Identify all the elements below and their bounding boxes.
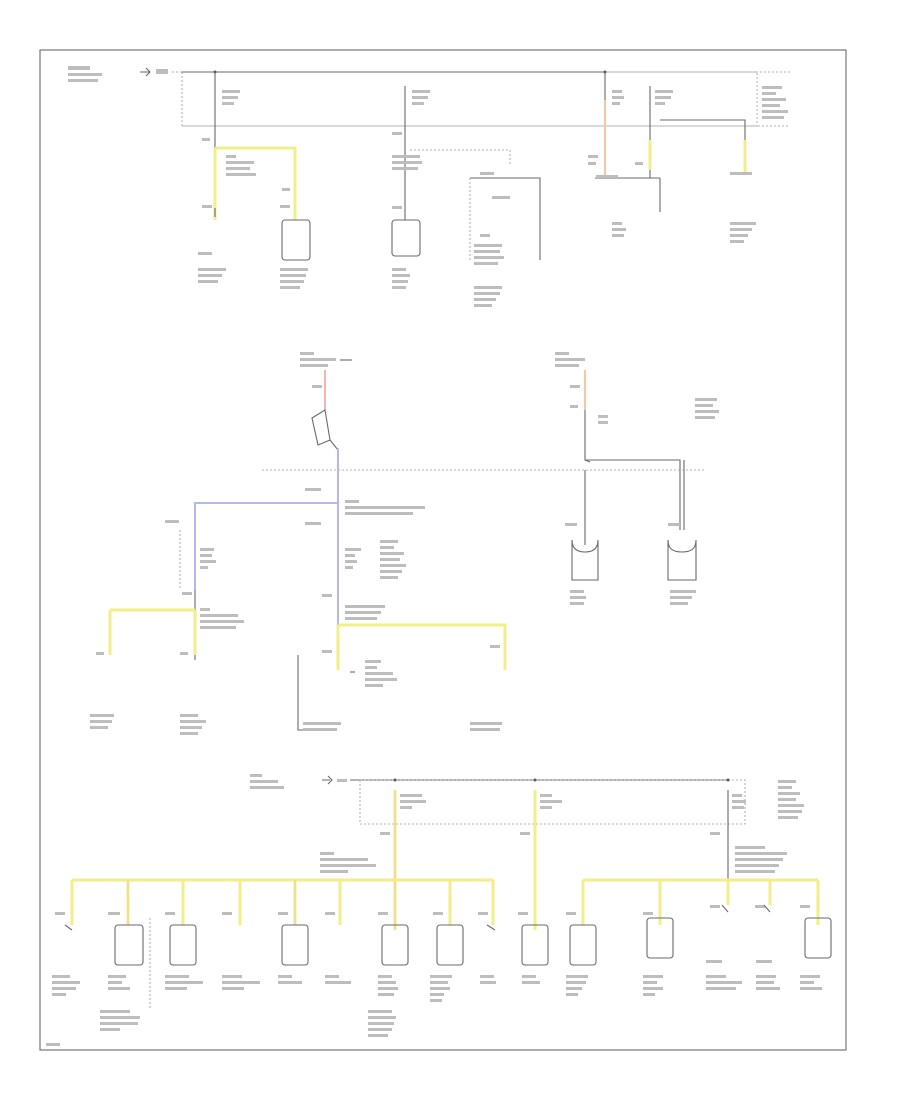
- connector-mid-right-1: [571, 539, 599, 581]
- label-component-top-3: [392, 268, 406, 271]
- label-component-bottom-2: [108, 975, 126, 978]
- label-component-top-1: [198, 268, 226, 271]
- wire-yellow-1: [215, 146, 297, 220]
- note-middle-right: [695, 398, 717, 401]
- label-component-bottom-13: [706, 975, 726, 978]
- switch-symbol: [311, 409, 331, 446]
- hot-at-all-times-arrow: [140, 67, 151, 77]
- label-component-bottom-5: [278, 975, 292, 978]
- label-component-bottom-10: [522, 975, 536, 978]
- top-power-block: [68, 66, 790, 178]
- branch-top-left: [198, 138, 311, 289]
- note-fuse-side: [762, 86, 782, 89]
- note-bottom-right: [778, 780, 796, 783]
- connector-top-3: [391, 219, 421, 257]
- fuse-label-2: [412, 90, 430, 93]
- connector-bottom-7: [381, 924, 409, 966]
- connector-bottom-10: [521, 924, 549, 966]
- label-component-bottom-15: [800, 975, 820, 978]
- connector-bottom-12: [646, 917, 674, 959]
- label-component-bottom-9: [480, 975, 494, 978]
- label-component-mid-3: [303, 722, 341, 725]
- label-component-mid-5: [570, 590, 584, 593]
- footer-code: [46, 1043, 60, 1046]
- label-component-top-5: [612, 222, 622, 225]
- label-component-bottom-6: [325, 975, 339, 978]
- label-component-top-6: [730, 222, 756, 225]
- fuse-label-1: [222, 90, 240, 93]
- label-component-top-4: [474, 286, 502, 289]
- connector-bottom-15: [804, 917, 832, 959]
- label-component-bottom-1: [52, 975, 70, 978]
- label-component-bottom-12: [643, 975, 663, 978]
- connector-bottom-5: [281, 924, 309, 966]
- branch-top-middle: [391, 132, 541, 307]
- label-component-bottom-7: [378, 975, 392, 978]
- connector-bottom-11: [569, 924, 597, 966]
- label-component-bottom-14: [756, 975, 776, 978]
- connector-bottom-3: [169, 924, 197, 966]
- label-component-mid-6: [670, 590, 696, 593]
- bottom-power-block: [52, 774, 832, 1037]
- wire-yellow-2: [338, 623, 507, 670]
- middle-ignition-block: [90, 352, 719, 735]
- wire-blue-1: [194, 502, 338, 590]
- label-component-mid-1: [90, 714, 114, 717]
- label-component-bottom-11: [566, 975, 588, 978]
- connector-top-2: [281, 219, 311, 261]
- connector-mid-right-2: [667, 539, 697, 581]
- label-component-bottom-3: [165, 975, 189, 978]
- label-component-bottom-4: [222, 975, 242, 978]
- label-fuse-box-top: [68, 66, 90, 70]
- diagram-frame: [39, 49, 847, 1051]
- label-component-mid-4: [470, 722, 502, 725]
- label-component-top-2: [280, 268, 308, 271]
- label-component-bottom-8: [430, 975, 452, 978]
- connector-bottom-8: [436, 924, 464, 966]
- branch-top-right: [588, 100, 756, 243]
- fuse-label-3: [612, 90, 622, 93]
- label-component-mid-2: [180, 714, 198, 717]
- connector-bottom-2: [114, 924, 144, 966]
